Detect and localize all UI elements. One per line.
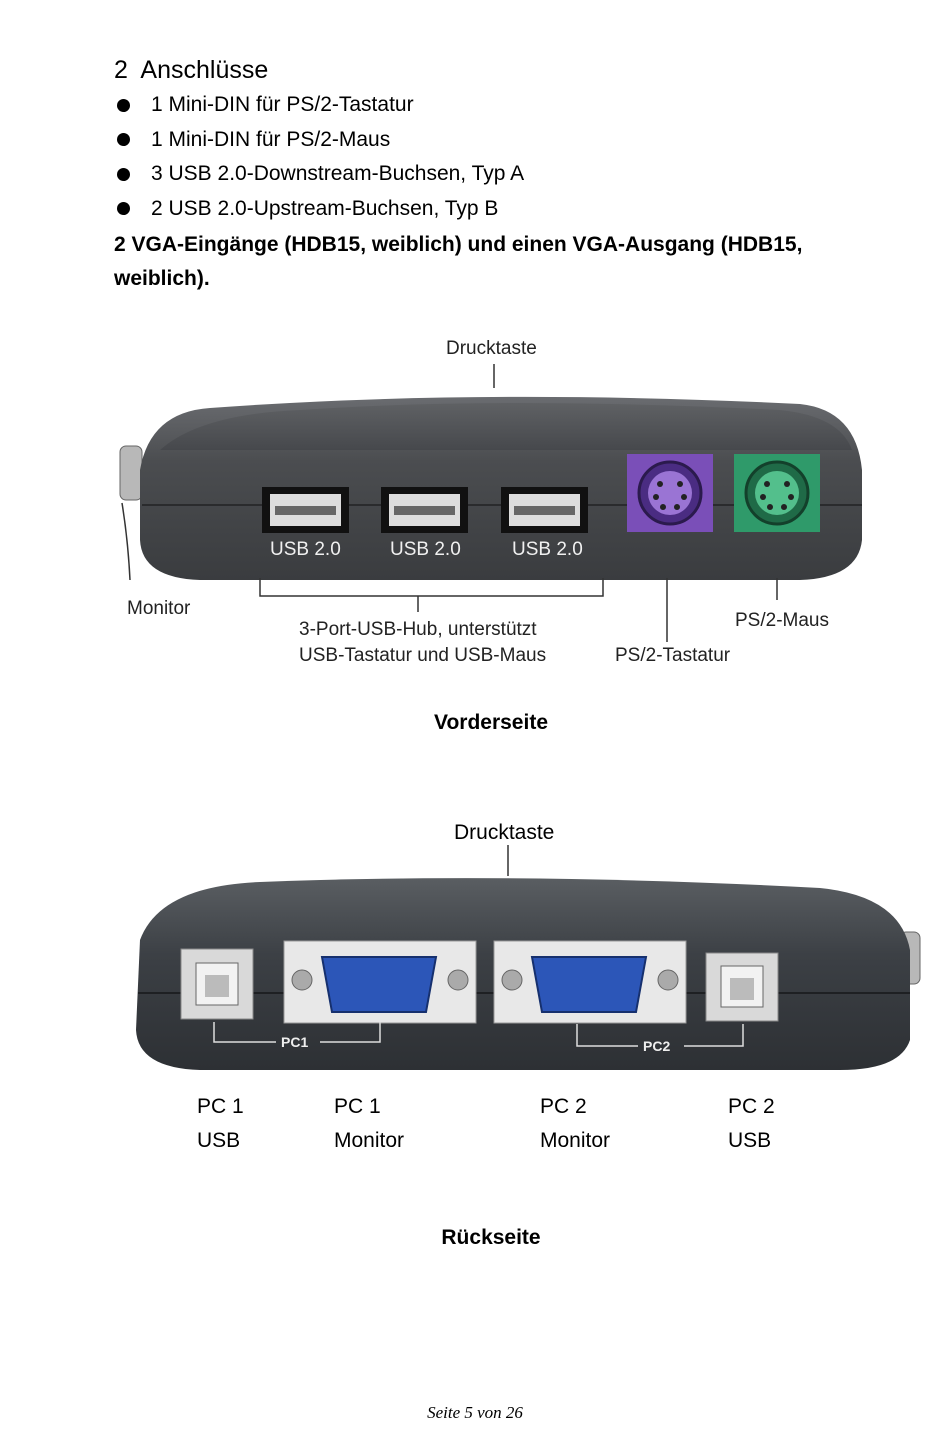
pc1-usb-b-port: [180, 948, 254, 1020]
list-item: 1 Mini-DIN für PS/2-Tastatur: [114, 88, 524, 123]
section-heading: 2 Anschlüsse: [114, 56, 268, 85]
pc1-usb-label-line1: PC 1: [197, 1095, 244, 1118]
pc2-monitor-label-line2: Monitor: [540, 1129, 611, 1152]
front-caption: Vorderseite: [434, 711, 548, 734]
connector-list: 1 Mini-DIN für PS/2-Tastatur 1 Mini-DIN …: [114, 88, 524, 226]
rear-button-label: Drucktaste: [454, 821, 555, 844]
usb-port-2-label: USB 2.0: [390, 539, 461, 560]
rear-caption: Rückseite: [441, 1226, 541, 1249]
pc2-mark: PC2: [643, 1038, 671, 1054]
pc2-usb-label-line1: PC 2: [728, 1095, 775, 1118]
bullet-icon: [117, 98, 130, 112]
bullet-icon: [117, 202, 130, 216]
usb-port-1-label: USB 2.0: [270, 539, 341, 560]
front-device-illustration: [119, 364, 862, 642]
pc2-usb-b-port: [705, 952, 779, 1022]
page-footer: Seite 5 von 26: [427, 1403, 523, 1422]
list-item: 2 USB 2.0-Upstream-Buchsen, Typ B: [114, 192, 524, 227]
pc1-usb-label-line2: USB: [197, 1129, 241, 1152]
pc1-monitor-label-line2: Monitor: [334, 1129, 405, 1152]
list-item: 1 Mini-DIN für PS/2-Maus: [114, 123, 524, 158]
list-item: 3 USB 2.0-Downstream-Buchsen, Typ A: [114, 157, 524, 192]
section-number: 2: [114, 56, 128, 84]
ps2-mouse-port: [734, 454, 820, 532]
section-title: Anschlüsse: [140, 56, 269, 84]
pc2-vga-port: [493, 940, 687, 1024]
bullet-icon: [117, 133, 130, 147]
front-button-label: Drucktaste: [446, 338, 537, 359]
ps2-keyboard-label: PS/2-Tastatur: [615, 645, 731, 666]
ps2-keyboard-port: [627, 454, 713, 532]
ps2-mouse-label: PS/2-Maus: [735, 610, 829, 631]
usb-port-3: [501, 487, 588, 533]
usb-hub-label-line1: 3-Port-USB-Hub, unterstützt: [299, 619, 537, 640]
bullet-icon: [117, 167, 130, 181]
pc1-vga-port: [283, 940, 477, 1024]
rear-device-illustration: [136, 845, 921, 1070]
pc2-usb-label-line2: USB: [728, 1129, 772, 1152]
usb-hub-label-line2: USB-Tastatur und USB-Maus: [299, 645, 547, 666]
monitor-label: Monitor: [127, 598, 191, 619]
pc1-monitor-label-line1: PC 1: [334, 1095, 381, 1118]
vga-note: 2 VGA-Eingänge (HDB15, weiblich) und ein…: [114, 233, 803, 290]
usb-port-1: [262, 487, 349, 533]
pc2-monitor-label-line1: PC 2: [540, 1095, 587, 1118]
usb-port-3-label: USB 2.0: [512, 539, 583, 560]
pc1-mark: PC1: [281, 1034, 309, 1050]
usb-port-2: [381, 487, 468, 533]
